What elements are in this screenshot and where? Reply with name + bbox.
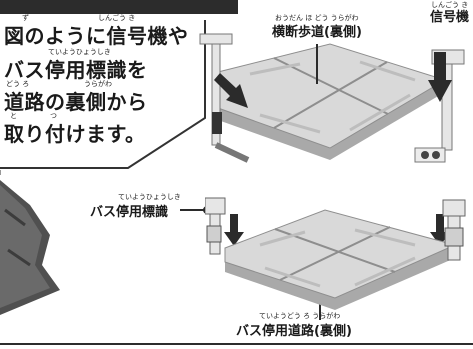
instruction-line-4: 取り付けます。	[4, 122, 146, 146]
arrow-left-top	[214, 73, 248, 108]
bus-sign-label-ruby: ていようひょうしき	[118, 193, 181, 201]
arrow-left-bottom	[224, 214, 244, 246]
arrow-right-top	[428, 52, 452, 102]
ruby-douro: どう ろ	[6, 80, 30, 88]
bus-road-plate-illustration	[205, 197, 466, 310]
ruby-zu: ず	[22, 14, 29, 22]
crosswalk-plate-illustration	[199, 33, 465, 163]
bus-road-label: バス停用道路(裏側)	[236, 324, 352, 339]
instruction-line-3: 道路の裏側から	[4, 90, 148, 114]
bus-sign-label: バス停用標識	[90, 205, 169, 220]
partial-model-image	[0, 180, 60, 315]
ruby-to: と	[10, 112, 17, 120]
ruby-shingouki: しんごう き	[98, 14, 136, 22]
signal-label-ruby: しんごう き	[431, 1, 469, 9]
bottom-rule	[0, 343, 473, 345]
signal-label: 信号機	[430, 10, 470, 25]
bus-road-label-ruby: ていようどう ろ うらがわ	[259, 312, 341, 320]
ruby-tsu: つ	[50, 112, 57, 120]
ruby-teiyouhyoushiki: ていようひょうしき	[48, 48, 111, 56]
crosswalk-label: 横断歩道(裏側)	[272, 25, 362, 40]
ruby-uragawa: うらがわ	[84, 80, 112, 88]
header-band	[0, 0, 238, 14]
instruction-line-1: 図のように信号機や	[4, 24, 189, 48]
instruction-text: ず しんごう き 図のように信号機や ていようひょうしき バス停用標識を どう …	[0, 0, 240, 175]
instruction-line-2: バス停用標識を	[4, 58, 148, 82]
crosswalk-label-ruby: おうだん ほ どう うらがわ	[275, 14, 359, 22]
